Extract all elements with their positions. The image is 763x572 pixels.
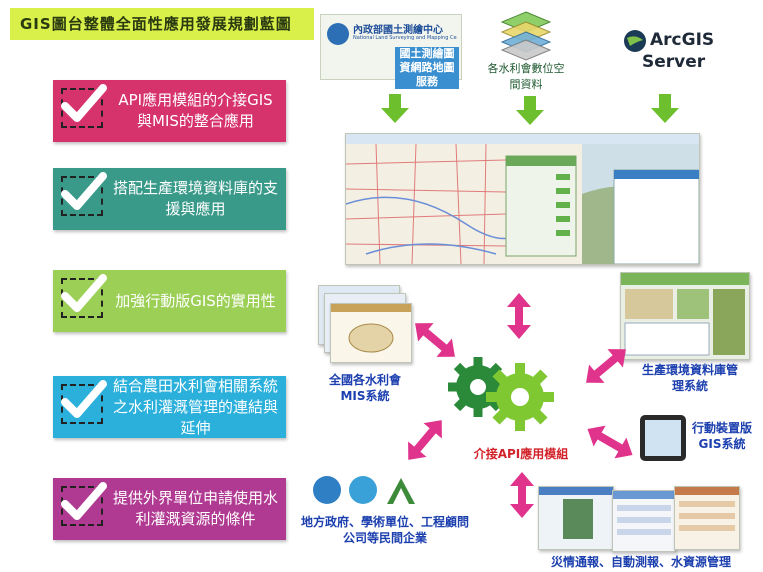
center-api-label: 介接API應用模組 [473, 447, 569, 461]
map-graphic [346, 134, 699, 264]
gov-logos [313, 474, 423, 508]
mobile-label: 行動裝置版GIS系統 [692, 421, 753, 451]
double-arrow-icon [507, 293, 531, 339]
feature-text-2: 搭配生產環境資料庫的支援與應用 [112, 179, 278, 218]
arcgis-globe-icon [624, 30, 646, 52]
gis-map-screenshot [345, 133, 700, 265]
feature-text-3: 加強行動版GIS的實用性 [115, 291, 276, 310]
checkmark-icon [61, 380, 107, 424]
feature-item-5: 提供外界單位申請使用水利灌溉資源的條件 [53, 478, 286, 540]
gov-label: 地方政府、學術單位、工程顧問公司等民間企業 [300, 515, 469, 545]
prod-db-screens [620, 272, 750, 360]
checkmark-icon [61, 274, 107, 318]
disaster-label: 災情通報、自動測報、水資源管理 [550, 555, 731, 569]
disaster-screens [538, 486, 740, 554]
feature-item-1: API應用模組的介接GIS與MIS的整合應用 [53, 80, 286, 142]
feature-item-4: 結合農田水利會相關系統之水利灌溉管理的連結與延伸 [53, 376, 286, 438]
arcgis-label: ArcGIS [650, 30, 715, 50]
nlsc-emblem-icon [327, 23, 349, 45]
double-arrow-icon [415, 323, 455, 357]
mis-label: 全國各水利會MIS系統 [328, 373, 401, 403]
down-arrow-icon [516, 96, 544, 125]
nlsc-name: 內政部國土測繪中心 [353, 25, 443, 36]
nlsc-english: National Land Surveying and Mapping Cent… [353, 35, 457, 41]
double-arrow-icon [586, 349, 626, 383]
double-arrow-icon [408, 420, 442, 460]
feature-item-2: 搭配生產環境資料庫的支援與應用 [53, 168, 286, 230]
company-logo-icon [387, 478, 415, 504]
checkmark-icon [61, 172, 107, 216]
prod-db-label: 生產環境資料庫管理系統 [642, 363, 739, 393]
stacked-layers-icon [500, 11, 552, 61]
layers-label: 各水利會數位空間資料 [487, 62, 565, 91]
checkmark-icon [61, 482, 107, 526]
mis-screens [318, 285, 412, 365]
double-arrow-icon [587, 425, 633, 459]
nlsc-service: 國土測繪圖資網路地圖服務 [395, 47, 459, 89]
arcgis-sub: Server [642, 52, 706, 72]
nlsc-logo-card: 內政部國土測繪中心 National Land Surveying and Ma… [320, 14, 462, 89]
checkmark-icon [61, 84, 107, 128]
feature-text-4: 結合農田水利會相關系統之水利灌溉管理的連結與延伸 [112, 376, 278, 437]
mobile-device-icon [640, 415, 686, 461]
double-arrow-icon [510, 472, 534, 518]
feature-text-5: 提供外界單位申請使用水利灌溉資源的條件 [112, 489, 278, 528]
gov-logo-icon [313, 476, 341, 504]
gears-icon [448, 357, 554, 431]
down-arrow-icon [381, 94, 409, 123]
academic-logo-icon [349, 476, 377, 504]
feature-text-1: API應用模組的介接GIS與MIS的整合應用 [118, 91, 273, 130]
feature-item-3: 加強行動版GIS的實用性 [53, 270, 286, 332]
page-title: GIS圖台整體全面性應用發展規劃藍圖 [10, 8, 314, 40]
down-arrow-icon [651, 94, 679, 123]
